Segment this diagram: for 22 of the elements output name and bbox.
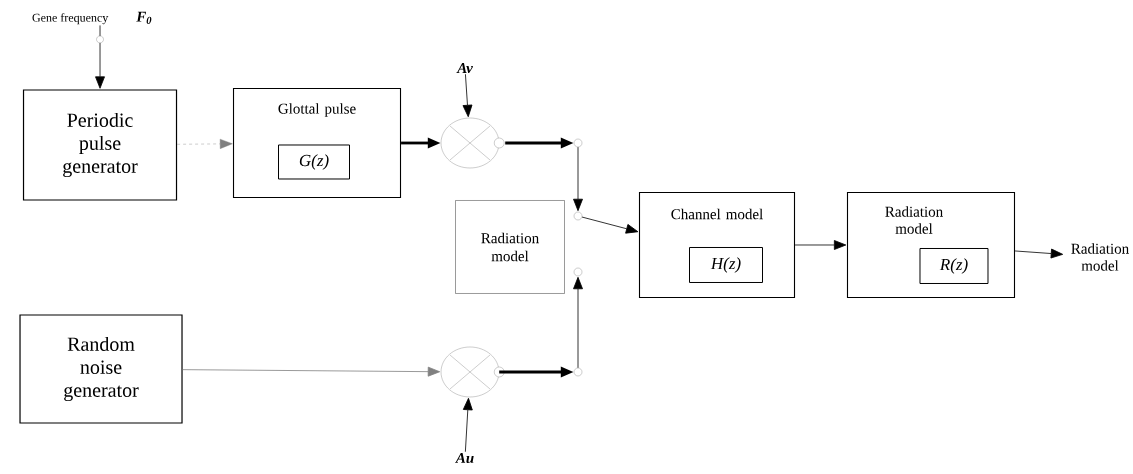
arrow [462,73,473,118]
arrow [581,216,639,234]
arrow [794,240,847,250]
multiplier-symbol [440,117,505,169]
multiplier-symbol [440,346,505,398]
transfer-function-box: R(z) [919,248,989,284]
transfer-function-box: G(z) [278,144,350,180]
gain-label: Au [455,452,474,464]
gain-label: Av [456,63,473,73]
transfer-function-box: H(z) [689,247,763,283]
arrow [573,146,583,212]
process-box: Periodic pulse generator [22,89,178,201]
arrow [182,366,441,377]
arrow [176,138,233,149]
output-label: Radiation model [1071,243,1129,271]
arrow [1014,248,1064,259]
arrow [462,397,473,453]
process-box: Radiation model [455,200,565,294]
arrow [573,276,583,369]
process-box: Random noise generator [19,314,183,424]
arrow [95,25,105,89]
input-label: Gene frequency F$_{0}$ [32,11,152,25]
